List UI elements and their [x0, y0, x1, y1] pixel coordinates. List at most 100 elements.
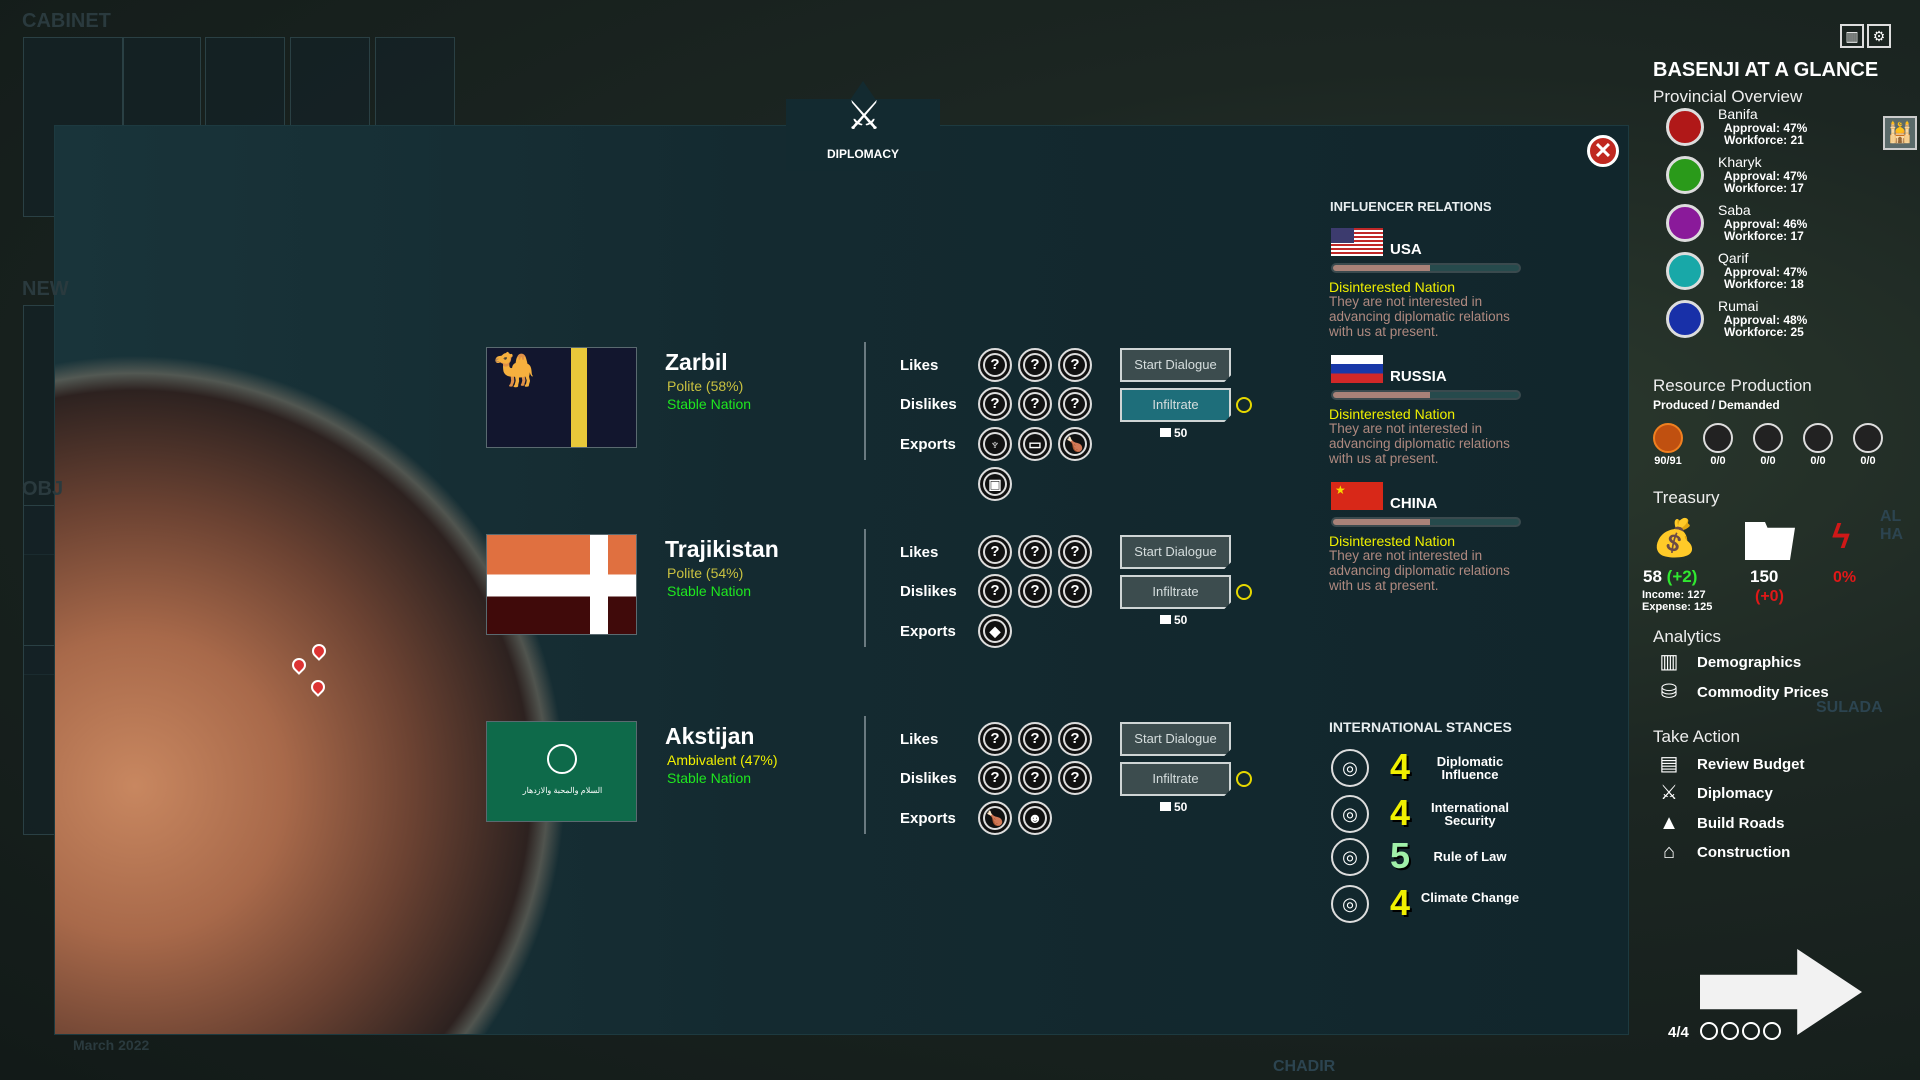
demographics-icon: ▥	[1659, 651, 1679, 673]
unknown-like-icon[interactable]: ?	[1058, 722, 1092, 756]
province-emblem-icon[interactable]	[1666, 156, 1704, 194]
unrest-lightning-icon[interactable]: ϟ	[1832, 518, 1850, 556]
influencer-name: USA	[1390, 241, 1422, 258]
unknown-like-icon[interactable]: ?	[1018, 535, 1052, 569]
start-dialogue-button[interactable]: Start Dialogue	[1120, 722, 1231, 756]
turn-counter: 4/4	[1668, 1024, 1689, 1041]
appliances-export-icon[interactable]: ▣	[978, 467, 1012, 501]
unknown-dislike-icon[interactable]: ?	[978, 387, 1012, 421]
intel-delta: (+0)	[1755, 588, 1784, 605]
map-pin-icon[interactable]	[289, 655, 309, 675]
relation-fill	[1333, 392, 1430, 398]
influencer-status: Disinterested Nation	[1329, 406, 1456, 422]
cabinet-card[interactable]	[205, 37, 285, 127]
electronics-export-icon[interactable]: ▭	[1018, 427, 1052, 461]
budget-icon: ▤	[1659, 753, 1679, 775]
unknown-dislike-icon[interactable]: ?	[1018, 387, 1052, 421]
analytics-demographics[interactable]: Demographics	[1697, 654, 1802, 671]
unknown-dislike-icon[interactable]: ?	[1018, 574, 1052, 608]
infiltrate-button[interactable]: Infiltrate	[1120, 388, 1231, 422]
action-diplomacy[interactable]: Diplomacy	[1697, 785, 1773, 802]
unknown-like-icon[interactable]: ?	[978, 348, 1012, 382]
gems-export-icon[interactable]: ◆	[978, 614, 1012, 648]
settings-gear-icon[interactable]: ⚙	[1867, 24, 1891, 48]
action-review-budget[interactable]: Review Budget	[1697, 756, 1805, 773]
emblem-icon	[547, 744, 577, 774]
province-name[interactable]: Kharyk	[1718, 154, 1762, 170]
diplomacy-icon: ⚔	[1660, 782, 1678, 804]
meat-icon[interactable]	[1653, 423, 1683, 453]
action-build-roads[interactable]: Build Roads	[1697, 815, 1785, 832]
chef-icon[interactable]	[1753, 423, 1783, 453]
nation-flag[interactable]: السلام والمحبة والازدهار	[486, 721, 637, 822]
unknown-dislike-icon[interactable]: ?	[1058, 387, 1092, 421]
start-dialogue-button[interactable]: Start Dialogue	[1120, 348, 1231, 382]
chef-export-icon[interactable]: ☻	[1018, 801, 1052, 835]
province-name[interactable]: Banifa	[1718, 106, 1758, 122]
nation-flag[interactable]: 🐪	[486, 347, 637, 448]
province-name[interactable]: Rumai	[1718, 298, 1759, 314]
appliance-icon[interactable]	[1703, 423, 1733, 453]
infiltrate-button[interactable]: Infiltrate	[1120, 575, 1231, 609]
unknown-dislike-icon[interactable]: ?	[1018, 761, 1052, 795]
cabinet-card[interactable]	[290, 37, 370, 127]
unknown-like-icon[interactable]: ?	[1058, 535, 1092, 569]
monitor-icon[interactable]	[1803, 423, 1833, 453]
nation-mood: Polite (54%)	[667, 565, 744, 581]
influencer-name: RUSSIA	[1390, 368, 1447, 385]
intel-folder-icon	[1160, 802, 1171, 811]
map-pin-icon[interactable]	[308, 677, 328, 697]
unknown-like-icon[interactable]: ?	[1058, 348, 1092, 382]
map-label: SULADA	[1816, 699, 1883, 716]
relation-bar	[1331, 390, 1521, 400]
stance-label: Rule of Law	[1433, 849, 1507, 864]
fish-export-icon[interactable]: ♆	[978, 427, 1012, 461]
stance-label: Diplomatic Influence	[1436, 754, 1504, 782]
unknown-like-icon[interactable]: ?	[978, 535, 1012, 569]
province-emblem-icon[interactable]	[1666, 204, 1704, 242]
analytics-commodity-prices[interactable]: Commodity Prices	[1697, 684, 1829, 701]
province-emblem-icon[interactable]	[1666, 108, 1704, 146]
meat-export-icon[interactable]: 🍗	[978, 801, 1012, 835]
unknown-like-icon[interactable]: ?	[1018, 722, 1052, 756]
money-value: 58	[1643, 567, 1662, 586]
province-approval: Approval: 47%	[1724, 169, 1808, 183]
unknown-dislike-icon[interactable]: ?	[1058, 761, 1092, 795]
gem-icon[interactable]	[1853, 423, 1883, 453]
action-construction[interactable]: Construction	[1697, 844, 1791, 861]
unknown-dislike-icon[interactable]: ?	[1058, 574, 1092, 608]
likes-label: Likes	[900, 544, 939, 561]
map-pin-icon[interactable]	[309, 641, 329, 661]
nation-stability: Stable Nation	[667, 583, 752, 599]
unknown-like-icon[interactable]: ?	[1018, 348, 1052, 382]
cabinet-card[interactable]	[123, 37, 201, 127]
construction-crane-icon: ⌂	[1662, 841, 1676, 863]
intel-folder-icon[interactable]	[1745, 522, 1795, 560]
usa-flag	[1331, 228, 1383, 256]
unknown-like-icon[interactable]: ?	[978, 722, 1012, 756]
flag-motto: السلام والمحبة والازدهار	[522, 786, 603, 795]
mosque-building-icon[interactable]: 🕌	[1883, 116, 1917, 150]
province-emblem-icon[interactable]	[1666, 300, 1704, 338]
unknown-dislike-icon[interactable]: ?	[978, 574, 1012, 608]
start-dialogue-button[interactable]: Start Dialogue	[1120, 535, 1231, 569]
cost-value: 50	[1174, 613, 1188, 627]
stance-label: Climate Change	[1420, 890, 1520, 905]
stance-value: 4	[1390, 746, 1411, 787]
encyclopedia-icon[interactable]: ▥	[1840, 24, 1864, 48]
infiltrate-button[interactable]: Infiltrate	[1120, 762, 1231, 796]
nation-flag[interactable]	[486, 534, 637, 635]
nation-mood: Polite (58%)	[667, 378, 744, 394]
intel-folder-icon	[1160, 428, 1171, 437]
cabinet-card[interactable]	[375, 37, 455, 127]
province-emblem-icon[interactable]	[1666, 252, 1704, 290]
money-bag-icon[interactable]: 💰	[1652, 517, 1697, 558]
province-name[interactable]: Qarif	[1718, 250, 1749, 266]
resource-value: 0/0	[1760, 455, 1776, 467]
close-button[interactable]: ✕	[1587, 135, 1619, 167]
intel-value: 150	[1750, 567, 1779, 586]
unknown-dislike-icon[interactable]: ?	[978, 761, 1012, 795]
relation-fill	[1333, 265, 1430, 271]
meat-export-icon[interactable]: 🍗	[1058, 427, 1092, 461]
province-name[interactable]: Saba	[1718, 202, 1751, 218]
